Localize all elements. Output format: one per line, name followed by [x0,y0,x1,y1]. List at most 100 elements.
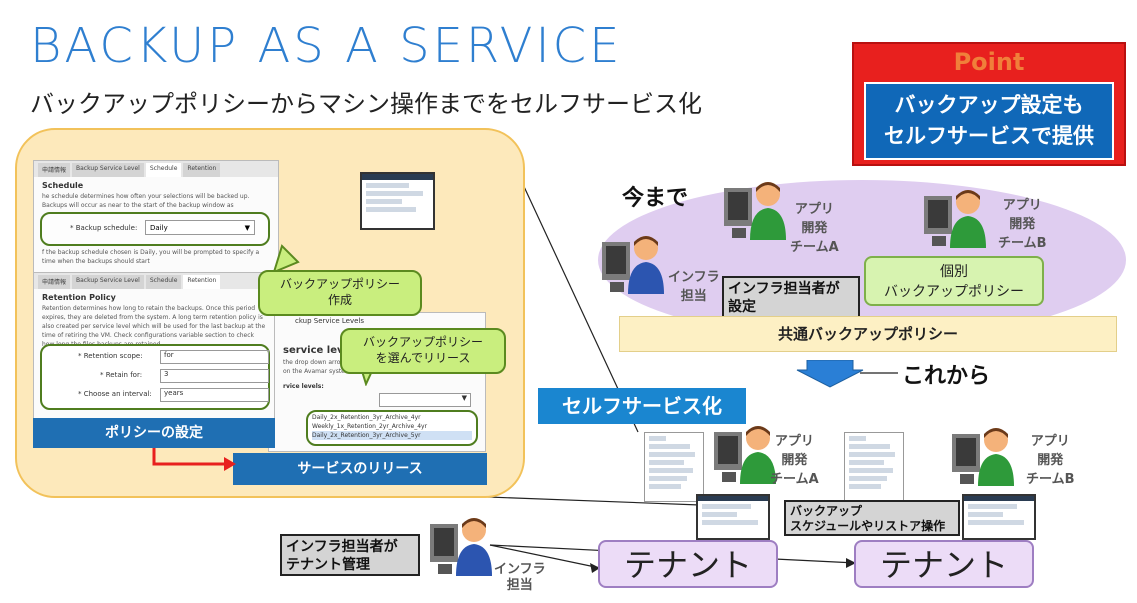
tab-schedule[interactable]: Schedule [145,163,182,177]
retention-description: Retention determines how long to retain … [42,305,266,348]
infra-sets-box: インフラ担当者が 設定 [722,276,860,318]
point-line-2: セルフサービスで提供 [884,124,1094,148]
infra-manages-line-1: インフラ担当者が [286,539,398,555]
schedule-description: he schedule determines how often your se… [42,193,250,209]
tab-backup-service-level[interactable]: Backup Service Level [72,275,144,289]
schedule-footer-text: f the backup schedule chosen is Daily, y… [42,249,260,265]
option-daily-4yr[interactable]: Daily_2x_Retention_3yr_Archive_4yr [312,414,421,421]
infra-sets-line-1: インフラ担当者が [728,281,840,297]
retain-for-input[interactable]: 3 [160,369,269,383]
individual-policy-box: 個別 バックアップポリシー [864,256,1044,306]
app-team-a-person-icon-lower [714,426,776,484]
retain-for-value: 3 [164,370,169,378]
backup-ops-box: バックアップ スケジュールやリストア操作 [784,500,960,536]
select-policy-callout-line-2: を選んでリリース [375,351,471,365]
retain-for-label: * Retain for: [100,371,143,379]
chevron-down-icon: ▼ [461,394,467,402]
callout-pointer-create [272,244,300,274]
app-team-a-line-3: チームA [790,240,839,255]
schedule-tabs: 申請情報 Backup Service Level Schedule Reten… [34,161,278,177]
tenant-dashboard-thumbnail-a [696,494,770,540]
app-team-b-lower-line-1: アプリ [1030,434,1070,449]
app-team-b-person-icon [924,190,986,248]
common-policy-bar: 共通バックアップポリシー [619,316,1117,352]
app-team-b-lower-line-3: チームB [1026,472,1075,487]
app-team-a-lower-line-2: 開発 [781,453,808,468]
individual-policy-line-1: 個別 [940,264,968,280]
service-level-field-label: rvice levels: [283,383,324,390]
select-policy-callout: バックアップポリシー を選んでリリース [340,328,506,374]
infra-label-top: インフラ 担当 [668,268,720,306]
app-team-a-line-2: 開発 [801,221,828,236]
app-team-a-lower-line-3: チームA [770,472,819,487]
service-level-header: ckup Service Levels [295,317,365,325]
app-team-b-label-top: アプリ 開発 チームB [998,196,1047,253]
infra-label-lower: インフラ 担当 [494,562,546,594]
tenant-box-b: テナント [854,540,1034,588]
app-team-a-person-icon [724,182,786,240]
service-release-bar: サービスのリリース [233,453,487,485]
service-level-select[interactable]: ▼ [379,393,471,407]
infra-label-line-1: インフラ [668,270,720,285]
service-level-heading: service level [283,345,354,356]
point-line-1: バックアップ設定も [894,93,1084,117]
infra-person-icon-lower [430,518,492,576]
app-team-a-line-1: アプリ [794,202,834,217]
app-team-a-lower-line-1: アプリ [774,434,814,449]
until-now-label: 今まで [622,186,689,211]
self-service-label: セルフサービス化 [538,388,746,424]
page-subtitle: バックアップポリシーからマシン操作までをセルフサービス化 [30,90,702,118]
point-label: Point [953,48,1025,76]
retention-fields-highlight: * Retention scope: for * Retain for: 3 *… [40,344,270,410]
chevron-down-icon: ▼ [244,224,250,232]
retention-scope-select[interactable]: for [160,350,269,364]
infra-lower-line-1: インフラ [494,562,546,577]
retention-scope-label: * Retention scope: [78,352,143,360]
backup-schedule-label: * Backup schedule: [70,224,138,232]
infra-label-line-2: 担当 [680,289,707,304]
tab-request[interactable]: 申請情報 [38,163,71,177]
app-team-b-lower-line-2: 開発 [1037,453,1064,468]
app-team-b-line-3: チームB [998,236,1047,251]
create-policy-callout-line-1: バックアップポリシー [279,277,400,291]
point-box: Point バックアップ設定も セルフサービスで提供 [852,42,1126,166]
app-team-b-line-2: 開発 [1009,217,1036,232]
tab-backup-service-level[interactable]: Backup Service Level [72,163,144,177]
from-now-label: これから [902,364,991,389]
interval-select[interactable]: years [160,388,269,402]
individual-policy-line-2: バックアップポリシー [884,284,1024,300]
down-arrow-icon [796,360,864,388]
retention-tabs: 申請情報 Backup Service Level Schedule Reten… [34,273,274,289]
page-title: BACKUP AS A SERVICE [30,18,623,74]
create-policy-callout: バックアップポリシー 作成 [258,270,422,316]
retention-heading: Retention Policy [42,293,116,302]
option-daily-5yr[interactable]: Daily_2x_Retention_3yr_Archive_5yr [312,431,472,440]
backup-schedule-select[interactable]: Daily ▼ [145,220,255,235]
app-menu-thumbnail-b [844,432,904,502]
backup-ops-line-2: スケジュールやリストア操作 [790,519,946,533]
dashboard-thumbnail [360,172,435,230]
select-policy-callout-line-1: バックアップポリシー [362,335,483,349]
infra-person-icon [602,236,664,294]
tab-retention[interactable]: Retention [183,275,221,289]
infra-manages-line-2: テナント管理 [286,557,370,573]
service-level-options-highlight: Daily_2x_Retention_3yr_Archive_4yr Weekl… [306,410,478,446]
tab-schedule[interactable]: Schedule [145,275,182,289]
interval-value: years [164,389,184,397]
app-team-b-person-icon-lower [952,428,1014,486]
tab-retention[interactable]: Retention [183,163,221,177]
tenant-dashboard-thumbnail-b [962,494,1036,540]
app-team-a-label-lower: アプリ 開発 チームA [770,432,819,489]
schedule-heading: Schedule [42,181,84,190]
policy-setting-bar: ポリシーの設定 [33,418,275,448]
interval-label: * Choose an interval: [78,390,152,398]
app-menu-thumbnail-a [644,432,704,502]
tab-request[interactable]: 申請情報 [38,275,71,289]
infra-sets-line-2: 設定 [728,299,756,315]
option-weekly-4yr[interactable]: Weekly_1x_Retention_2yr_Archive_4yr [312,423,428,430]
retention-scope-value: for [164,351,174,359]
release-arrow [152,448,236,471]
infra-lower-line-2: 担当 [506,578,533,593]
app-team-b-line-1: アプリ [1002,198,1042,213]
app-team-b-label-lower: アプリ 開発 チームB [1026,432,1075,489]
